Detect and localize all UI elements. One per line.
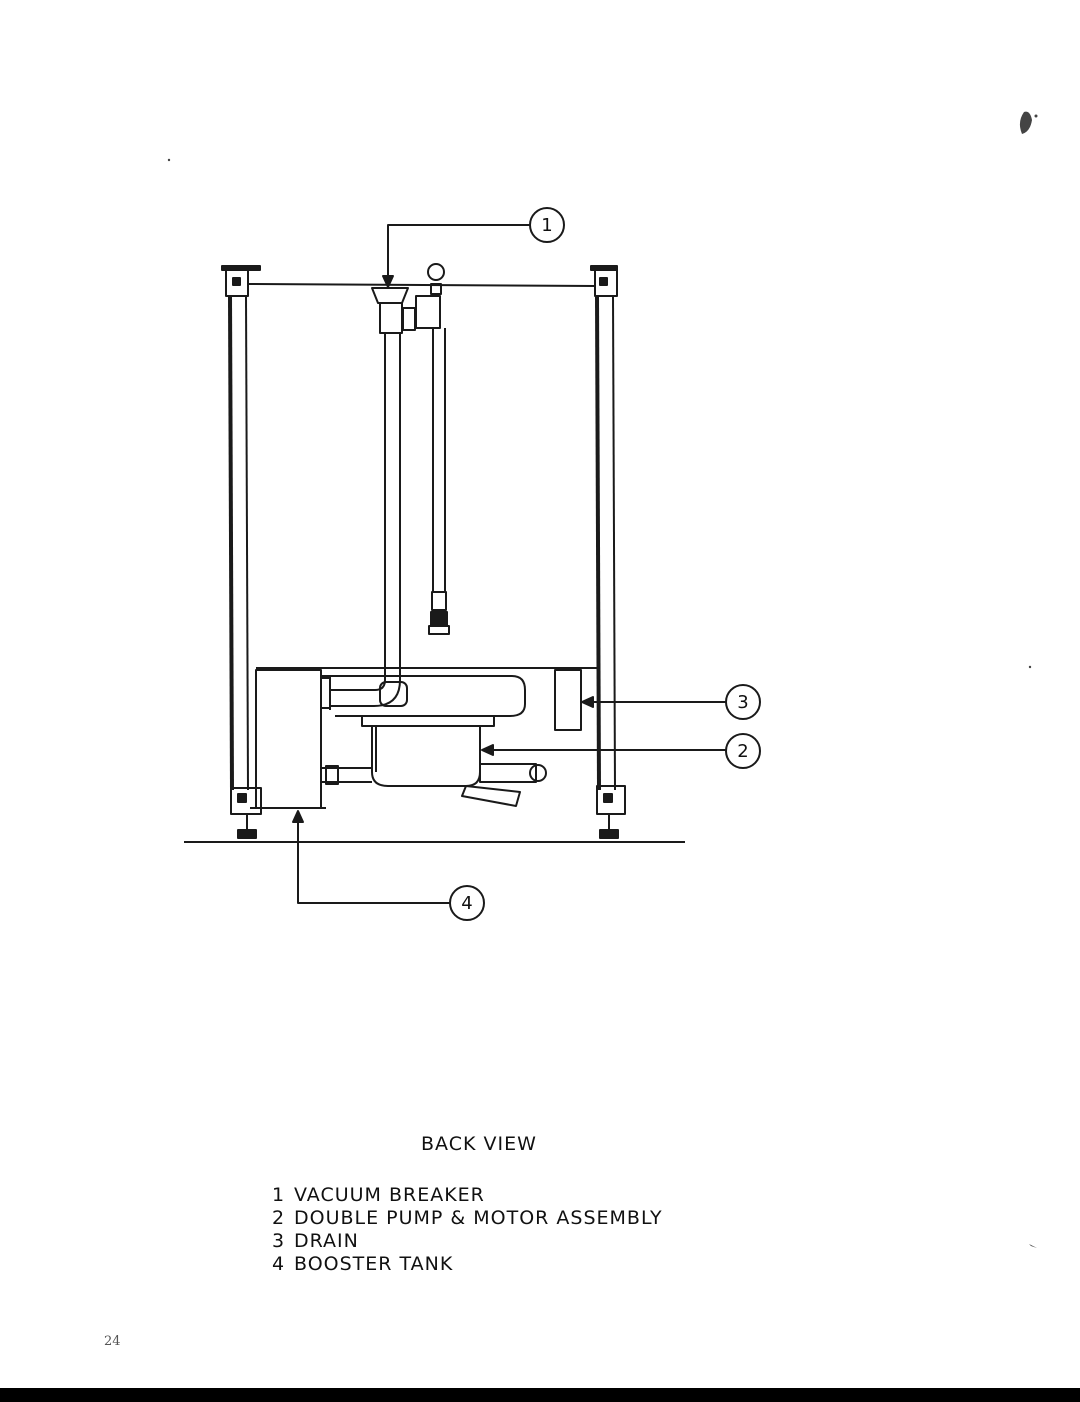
legend-label: DOUBLE PUMP & MOTOR ASSEMBLY	[294, 1207, 663, 1229]
drain	[554, 669, 582, 731]
callout-1-leader	[387, 224, 530, 278]
legend-number: 2	[272, 1207, 286, 1229]
sump-basin	[321, 675, 526, 717]
callout-3-circle	[725, 684, 761, 720]
callout-2-label: 2	[737, 741, 748, 762]
callout-3-label: 3	[737, 692, 748, 713]
callout-4-label: 4	[461, 893, 472, 914]
legend-number: 4	[272, 1253, 286, 1275]
callout-2-circle	[725, 733, 761, 769]
legend-number: 1	[272, 1184, 286, 1206]
top-edge	[247, 283, 596, 287]
left-frame-post	[221, 265, 262, 839]
legend-label: VACUUM BREAKER	[294, 1184, 485, 1206]
legend: 1 VACUUM BREAKER 2 DOUBLE PUMP & MOTOR ASS…	[272, 1184, 663, 1276]
legend-number: 3	[272, 1230, 286, 1252]
right-frame-post	[590, 265, 626, 839]
rinse-pipe	[428, 328, 450, 635]
page-number: 24	[104, 1334, 121, 1349]
legend-item: 2 DOUBLE PUMP & MOTOR ASSEMBLY	[272, 1207, 663, 1230]
callout-1-circle	[529, 207, 565, 243]
legend-label: DRAIN	[294, 1230, 359, 1252]
callout-4-leader	[297, 814, 450, 904]
fill-pipe	[321, 333, 408, 710]
pump-motor-assembly	[321, 726, 547, 807]
callout-1-label: 1	[541, 215, 552, 236]
figure-caption: BACK VIEW	[421, 1133, 537, 1155]
scan-artifacts	[167, 111, 1038, 1248]
legend-item: 3 DRAIN	[272, 1230, 663, 1253]
booster-tank	[255, 669, 322, 809]
vacuum-breaker	[371, 263, 445, 334]
legend-label: BOOSTER TANK	[294, 1253, 454, 1275]
callout-4-circle	[449, 885, 485, 921]
legend-item: 4 BOOSTER TANK	[272, 1253, 663, 1276]
legend-item: 1 VACUUM BREAKER	[272, 1184, 663, 1207]
bottom-scan-bar	[0, 1388, 1080, 1402]
